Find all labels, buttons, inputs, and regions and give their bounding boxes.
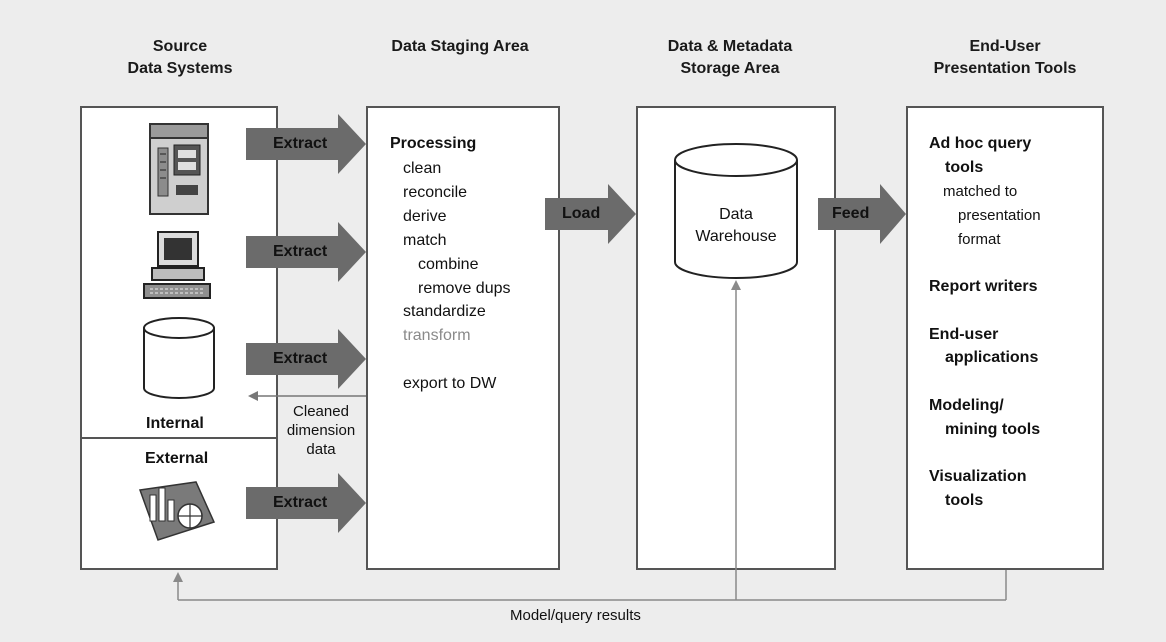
extract-label-3: Extract [273,350,328,367]
feedback-arrowhead-source [173,572,183,582]
load-label: Load [562,205,601,222]
model-query-results-label: Model/query results [510,607,641,624]
presentation-tools-panel [906,106,1104,570]
step-reconcile: reconcile [403,184,468,201]
header-presentation-tools: End-User Presentation Tools [933,38,1077,77]
extract-label-2: Extract [273,243,328,260]
server-icon [149,123,209,215]
external-label: External [145,450,209,467]
visualization-line2: tools [945,492,984,509]
cleaned-dimension-data-label: Cleaned dimension data [286,403,356,458]
adhoc-sub-line3: format [958,231,1001,248]
modeling-line2: mining tools [945,421,1041,438]
extract-arrow-2 [246,222,366,282]
header-data-staging-area: Data Staging Area [391,38,529,55]
load-arrow [545,184,636,244]
desktop-computer-icon [143,231,211,299]
step-transform: transform [403,327,471,344]
adhoc-title-line1: Ad hoc query [929,135,1032,152]
extract-arrow-1 [246,114,366,174]
adhoc-sub-line2: presentation [958,207,1041,224]
substep-combine: combine [418,256,479,273]
substep-remove-dups: remove dups [418,280,511,297]
report-writers-label: Report writers [929,278,1038,295]
step-match: match [403,232,447,249]
database-cylinder-icon [143,317,215,399]
cleaned-data-return-arrow [248,391,366,401]
header-source-data-systems: Source Data Systems [127,38,233,77]
processing-title: Processing [390,135,477,152]
feedback-arrowhead-warehouse [731,280,741,290]
extract-label-1: Extract [273,135,328,152]
extract-arrow-4 [246,473,366,533]
staging-area-panel [366,106,560,570]
extract-label-4: Extract [273,494,328,511]
feed-label: Feed [832,205,870,222]
step-standardize: standardize [403,303,486,320]
internal-label: Internal [146,415,204,432]
step-derive: derive [403,208,447,225]
adhoc-sub-line1: matched to [943,183,1018,200]
feed-arrow [818,184,906,244]
extract-arrow-3 [246,329,366,389]
external-charts-icon [138,481,216,541]
data-warehouse-cylinder-icon [674,143,798,279]
enduser-line2: applications [945,349,1039,366]
data-warehouse-label: Data Warehouse [695,206,777,245]
step-clean: clean [403,160,442,177]
header-storage-area: Data & Metadata Storage Area [667,38,793,77]
adhoc-title-line2: tools [945,159,984,176]
step-export-to-dw: export to DW [403,375,497,392]
modeling-line1: Modeling/ [929,397,1004,414]
visualization-line1: Visualization [929,468,1027,485]
enduser-line1: End-user [929,326,999,343]
